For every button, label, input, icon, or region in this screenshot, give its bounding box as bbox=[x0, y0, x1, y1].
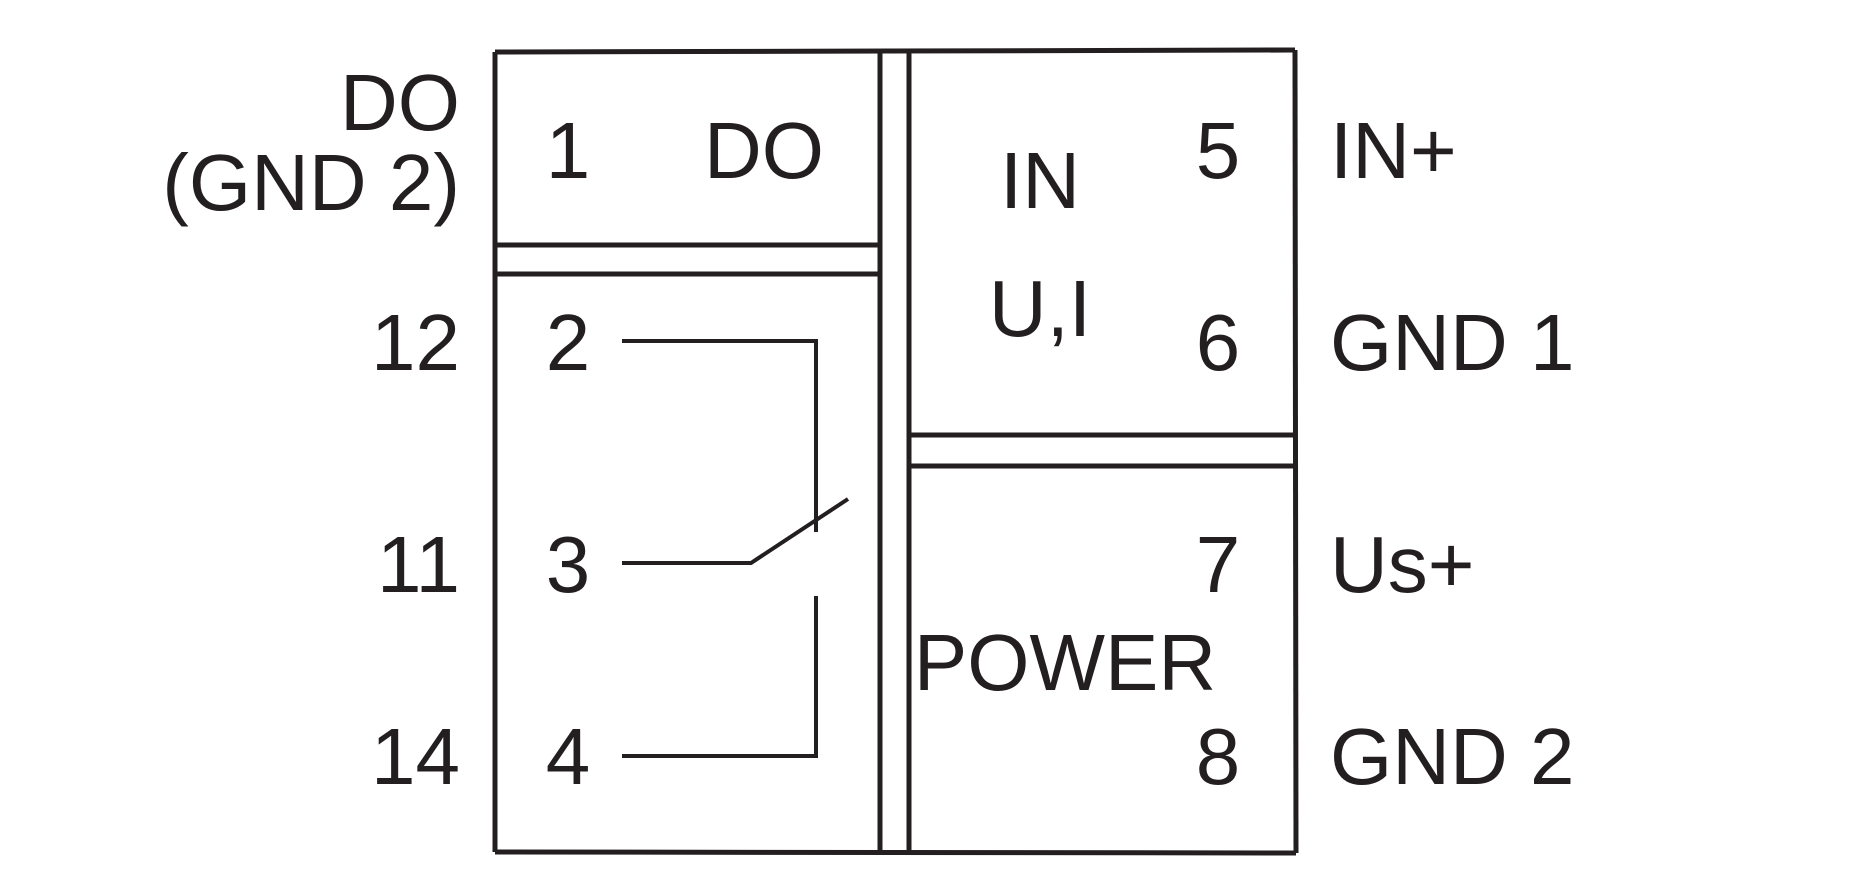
pin-2: 2 bbox=[546, 298, 591, 387]
pin-7: 7 bbox=[1196, 520, 1241, 609]
power-label: POWER bbox=[914, 618, 1216, 707]
left-label-gnd2: (GND 2) bbox=[162, 138, 460, 227]
right-label-gnd2: GND 2 bbox=[1330, 712, 1575, 801]
relay-contact bbox=[622, 339, 850, 758]
input-block bbox=[909, 432, 1295, 469]
relay-common-wire bbox=[622, 497, 850, 565]
left-label-11: 11 bbox=[377, 520, 460, 609]
right-label-us-plus: Us+ bbox=[1330, 520, 1475, 609]
pin-3: 3 bbox=[546, 520, 591, 609]
pin-1: 1 bbox=[546, 106, 591, 195]
relay-nc-wire bbox=[622, 339, 818, 532]
left-label-14: 14 bbox=[371, 712, 460, 801]
pin-8: 8 bbox=[1196, 712, 1241, 801]
input-label-in: IN bbox=[1000, 136, 1080, 225]
do-block-label: DO bbox=[704, 106, 824, 195]
left-label-do: DO bbox=[340, 58, 460, 147]
pin-6: 6 bbox=[1196, 298, 1241, 387]
pin-4: 4 bbox=[546, 712, 591, 801]
input-label-ui: U,I bbox=[989, 264, 1091, 353]
right-label-in-plus: IN+ bbox=[1330, 106, 1457, 195]
do-block bbox=[497, 242, 880, 277]
left-label-12: 12 bbox=[371, 298, 460, 387]
housing-outline bbox=[492, 47, 1299, 856]
center-divider bbox=[877, 52, 912, 852]
pin-5: 5 bbox=[1196, 106, 1241, 195]
right-label-gnd1: GND 1 bbox=[1330, 298, 1575, 387]
relay-no-wire bbox=[622, 596, 818, 758]
